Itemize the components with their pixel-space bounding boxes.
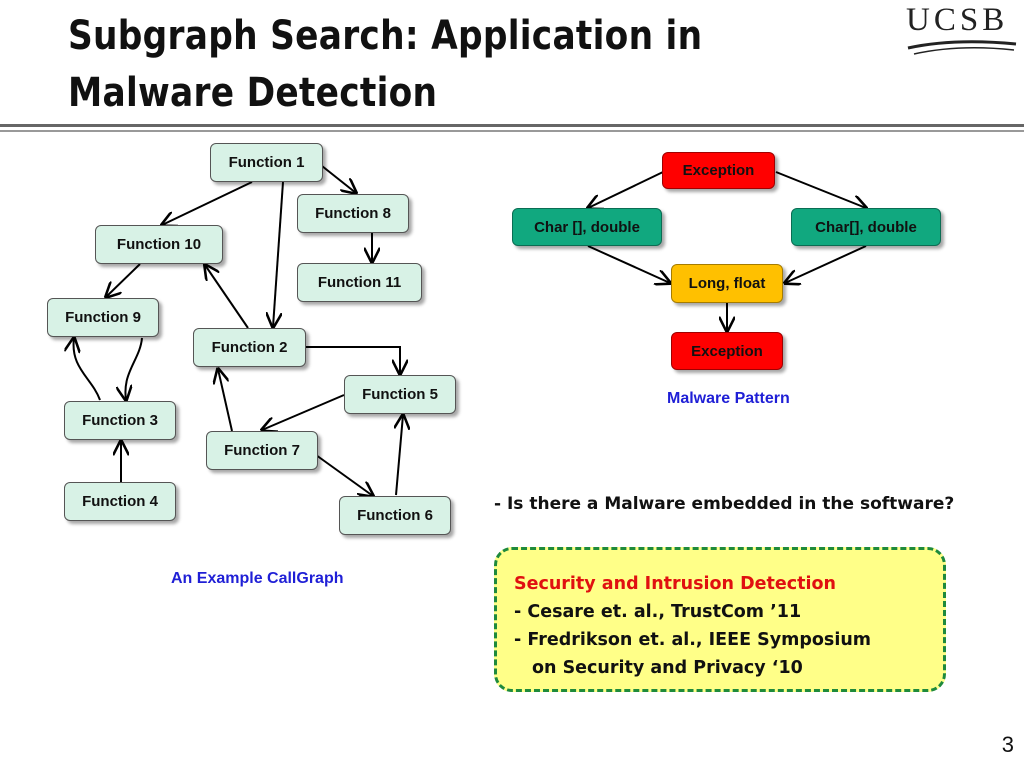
edge-f7-f2	[218, 369, 233, 432]
pattern-node-exception-top: Exception	[662, 152, 775, 189]
reference-item-2: - Fredrikson et. al., IEEE Symposium	[514, 630, 872, 650]
edge-f2-f5	[306, 346, 400, 374]
callgraph-node-function-1: Function 1	[210, 143, 323, 182]
references-box: Security and Intrusion Detection - Cesar…	[494, 547, 946, 692]
edge-f5-f7	[262, 394, 345, 430]
title-line-2: Malware Detection	[68, 70, 438, 116]
title-divider	[0, 124, 1024, 127]
question-text: - Is there a Malware embedded in the sof…	[494, 494, 955, 514]
edge-f1-f8	[321, 165, 356, 193]
callgraph-node-function-8: Function 8	[297, 194, 409, 233]
page-number: 3	[1001, 732, 1014, 757]
ucsb-logo: UCSB	[904, 2, 1020, 58]
callgraph-node-function-4: Function 4	[64, 482, 176, 521]
callgraph-node-function-5: Function 5	[344, 375, 456, 414]
callgraph-node-function-7: Function 7	[206, 431, 318, 470]
logo-text: UCSB	[906, 2, 1009, 38]
pattern-node-char-right: Char[], double	[791, 208, 941, 246]
logo-swoosh-icon	[907, 40, 1017, 55]
edge-exc-charleft	[588, 171, 664, 208]
edge-f1-f10	[162, 181, 253, 225]
edge-f3-f9	[74, 338, 101, 401]
pattern-node-char-left: Char [], double	[512, 208, 662, 246]
references-heading: Security and Intrusion Detection	[514, 574, 836, 594]
edge-charleft-long	[587, 245, 670, 283]
edge-f10-f9	[106, 263, 141, 297]
edge-f9-f3	[125, 337, 143, 400]
edge-charright-long	[785, 245, 867, 283]
slide-title: Subgraph Search: Application in Malware …	[68, 8, 722, 122]
callgraph-node-function-3: Function 3	[64, 401, 176, 440]
edge-f1-f2	[273, 181, 284, 327]
pattern-node-long-float: Long, float	[671, 264, 783, 303]
edge-f6-f5	[396, 415, 403, 496]
edge-f7-f6	[315, 454, 373, 496]
callgraph-node-function-2: Function 2	[193, 328, 306, 367]
callgraph-node-function-6: Function 6	[339, 496, 451, 535]
callgraph-node-function-10: Function 10	[95, 225, 223, 264]
edge-exc-charright	[775, 171, 866, 208]
title-divider-thin	[0, 130, 1024, 132]
reference-item-1: - Cesare et. al., TrustCom ’11	[514, 602, 802, 622]
reference-item-2-continued: on Security and Privacy ‘10	[532, 658, 803, 678]
edge-f2-f10	[205, 265, 249, 329]
callgraph-node-function-11: Function 11	[297, 263, 422, 302]
callgraph-node-function-9: Function 9	[47, 298, 159, 337]
pattern-caption: Malware Pattern	[667, 390, 790, 407]
title-line-1: Subgraph Search: Application in	[68, 13, 703, 59]
pattern-node-exception-bottom: Exception	[671, 332, 783, 370]
callgraph-caption: An Example CallGraph	[171, 570, 344, 587]
